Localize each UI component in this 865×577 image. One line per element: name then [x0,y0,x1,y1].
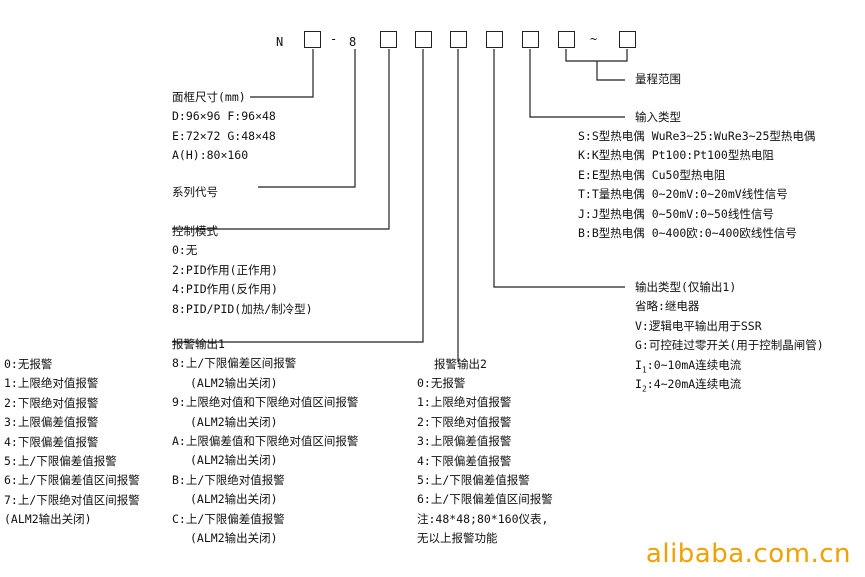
alarm1-item: (ALM2输出关闭) [190,492,278,507]
code-box-output [486,31,503,48]
line-panel-size [250,49,314,98]
output-type-item-i2: I2:4~20mA连续电流 [635,377,742,394]
control-mode-block: 控制模式 0:无 2:PID作用(正作用) 4:PID作用(反作用) 8:PID… [172,222,313,319]
line-output-type [493,49,625,288]
range-title: 量程范围 [635,72,681,86]
control-mode-item: 0:无 [172,243,198,258]
alarm1-item: (ALM2输出关闭) [190,453,278,468]
output-type-item: V:逻辑电平输出用于SSR [635,318,762,333]
line-series-code [258,49,356,188]
alarm2-item: 0:无报警 [417,376,466,390]
alarm1-item: (ALM2输出关闭) [190,414,278,429]
input-type-item: S:S型热电偶 WuRe3~25:WuRe3~25型热电偶 [578,129,816,143]
alarm1-item: 7:上/下限绝对值区间报警 [4,492,140,507]
alarm2-item: 2:下限绝对值报警 [417,414,512,429]
input-type-item: K:K型热电偶 Pt100:Pt100型热电阻 [578,148,774,163]
alarm1-item: 4:下限偏差值报警 [4,434,99,449]
tilde: ~ [590,32,598,46]
line-input-type [529,49,625,118]
alarm2-item: 1:上限绝对值报警 [417,395,512,410]
panel-size-title: 面框尺寸(mm) [172,90,246,104]
input-type-item: T:T量热电偶 0~20mV:0~20mV线性信号 [578,187,788,202]
alarm2-title: 报警输出2 [434,357,487,371]
series-code-title: 系列代号 [172,185,218,199]
panel-size-item: D:96×96 F:96×48 [172,109,276,124]
input-type-item: B:B型热电偶 0~400欧:0~400欧线性信号 [578,226,797,241]
alarm1-item: 1:上限绝对值报警 [4,376,99,391]
input-type-item: J:J型热电偶 0~50mV:0~50线性信号 [578,206,774,221]
input-type-block: S:S型热电偶 WuRe3~25:WuRe3~25型热电偶 K:K型热电偶 Pt… [578,127,815,243]
alarm1-item: C:上/下限偏差值报警 [172,511,285,526]
line-alarm1 [172,49,424,343]
alarm1-item: 3:上限偏差值报警 [4,415,99,430]
input-type-title: 输入类型 [635,110,681,124]
alarm2-item: 3:上限偏差值报警 [417,434,512,449]
series-digit: 8 [349,35,357,49]
input-type-item: E:E型热电偶 Cu50型热电阻 [578,167,726,182]
line-range-top [565,49,628,62]
alarm1-item: (ALM2输出关闭) [190,531,278,546]
alarm1-item: 2:下限绝对值报警 [4,395,99,410]
code-box-panel [304,31,321,48]
code-box-range-low [558,31,575,48]
alarm1-item: B:上/下限绝对值报警 [172,472,285,487]
control-mode-item: 4:PID作用(反作用) [172,282,278,297]
alarm1-left-block: 0:无报警 1:上限绝对值报警 2:下限绝对值报警 3:上限偏差值报警 4:下限… [4,355,140,530]
alarm2-note: 注:48*48;80*160仪表, [417,511,549,526]
alarm1-item: 5:上/下限偏差值报警 [4,454,117,469]
control-mode-item: 2:PID作用(正作用) [172,262,278,277]
panel-size-item: A(H):80×160 [172,148,249,163]
alarm1-item: (ALM2输出关闭) [4,512,92,527]
prefix-n: N [276,35,284,49]
alarm1-item: 0:无报警 [4,357,53,371]
output-type-title: 输出类型(仅输出1) [635,280,737,294]
alarm2-list: 0:无报警 1:上限绝对值报警 2:下限绝对值报警 3:上限偏差值报警 4:下限… [417,374,553,549]
alarm1-item: A:上限偏差值和下限绝对值区间报警 [172,434,359,449]
alarm2-item: 6:上/下限偏差值区间报警 [417,492,553,507]
alarm1-item: (ALM2输出关闭) [190,375,278,390]
output-type-item-i1: I1:0~10mA连续电流 [635,357,742,374]
panel-size-block: 面框尺寸(mm) D:96×96 F:96×48 E:72×72 G:48×48… [172,88,276,166]
dash: - [330,32,338,46]
output-type-item: 省略:继电器 [635,299,700,314]
output-type-item: G:可控硅过零开关(用于控制晶闸管) [635,338,824,353]
alarm1-item: 8:上/下限偏差区间报警 [172,356,297,371]
code-box-input [522,31,539,48]
output-type-block: 输出类型(仅输出1) 省略:继电器 V:逻辑电平输出用于SSR G:可控硅过零开… [635,278,824,394]
alarm2-note: 无以上报警功能 [417,531,498,546]
code-box-control [380,31,397,48]
alarm2-item: 4:下限偏差值报警 [417,453,512,468]
code-box-alarm2 [450,31,467,48]
code-box-alarm1 [415,31,432,48]
code-box-range-high [619,31,636,48]
alarm1-item: 9:上限绝对值和下限绝对值区间报警 [172,395,359,410]
watermark: alibaba.com.cn [645,539,851,569]
alarm1-block: 报警输出1 8:上/下限偏差区间报警 (ALM2输出关闭) 9:上限绝对值和下限… [172,335,358,548]
line-range [596,61,625,81]
alarm1-item: 6:上/下限偏差值区间报警 [4,473,140,488]
line-control-mode [172,49,390,230]
alarm1-title: 报警输出1 [172,337,225,351]
panel-size-item: E:72×72 G:48×48 [172,128,276,143]
control-mode-item: 8:PID/PID(加热/制冷型) [172,301,313,316]
alarm2-block: 报警输出2 [434,355,487,374]
alarm2-item: 5:上/下限偏差值报警 [417,473,530,488]
control-mode-title: 控制模式 [172,224,218,238]
